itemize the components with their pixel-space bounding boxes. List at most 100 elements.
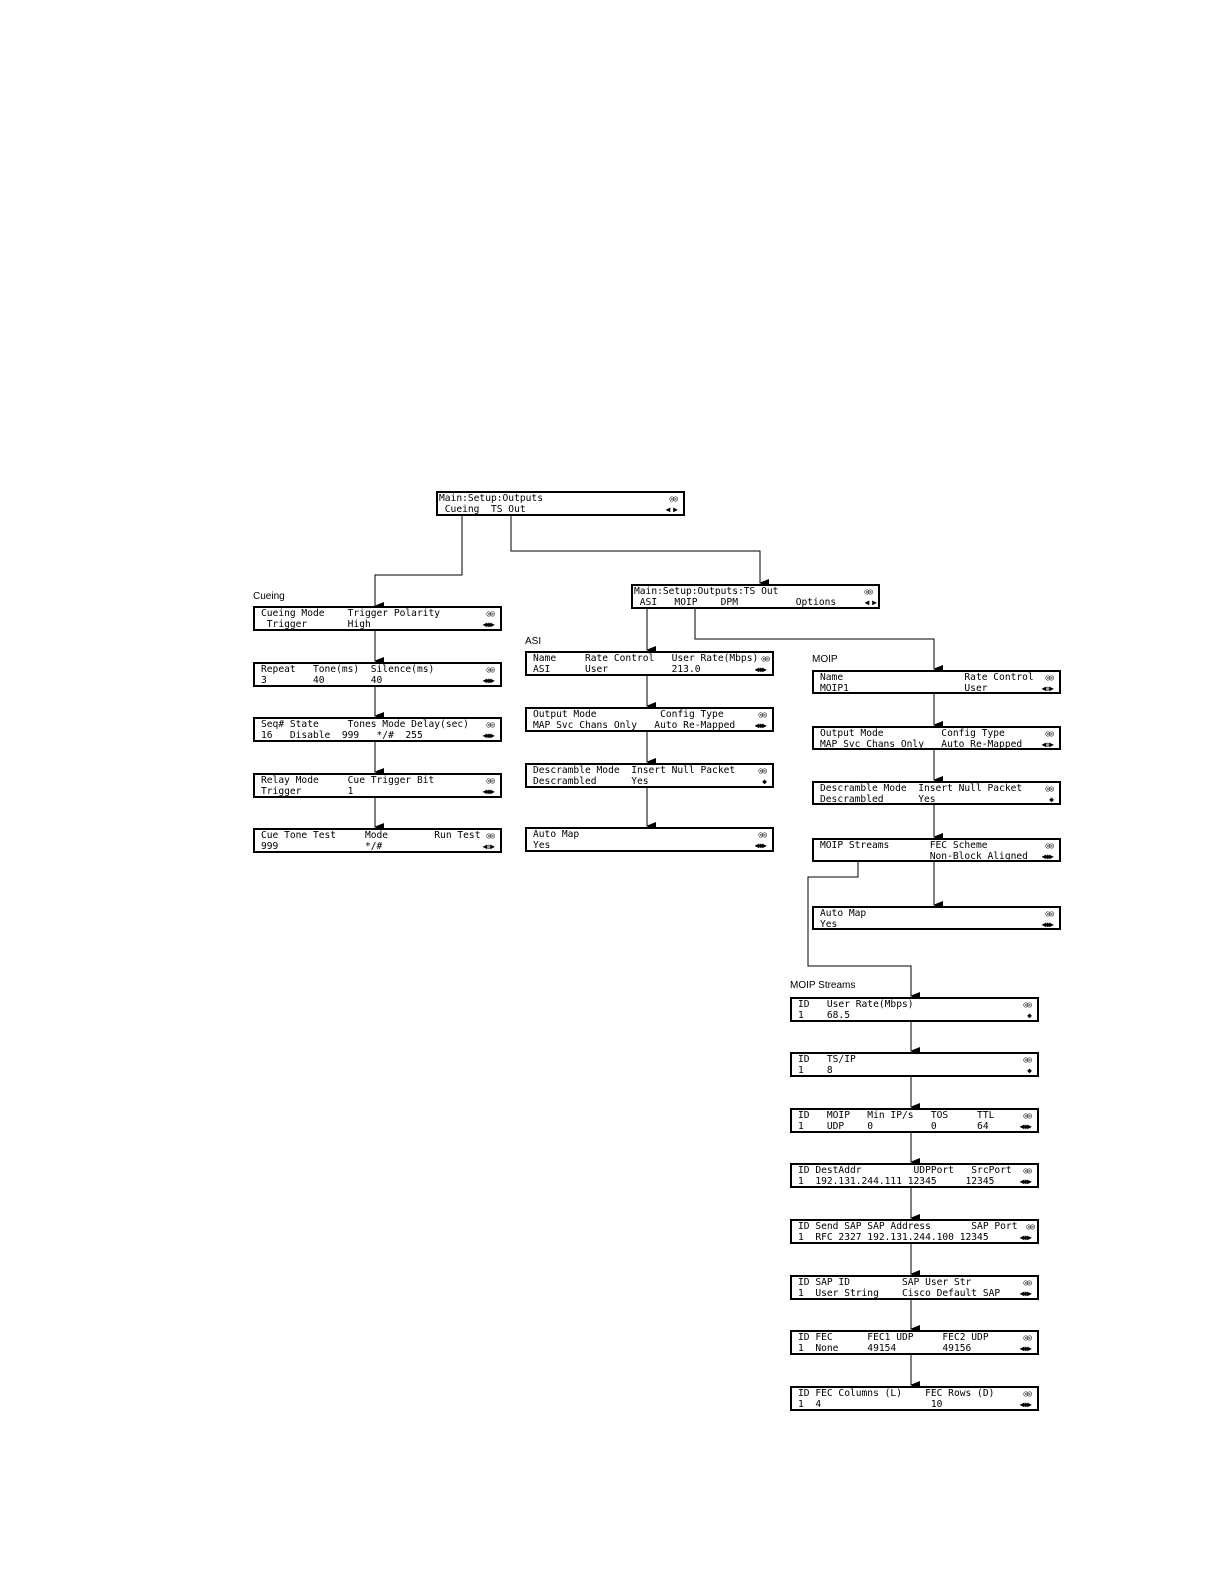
buttons-icon: ◎◎: [486, 720, 495, 729]
buttons-icon: ◎◎: [486, 776, 495, 785]
navigation-arrows-icon: ◀◆▶: [482, 676, 495, 685]
down-arrow-icon: ◆: [1027, 1066, 1032, 1075]
section-label-asi: ASI: [525, 636, 542, 647]
buttons-icon: ◎◎: [1023, 1278, 1032, 1287]
buttons-icon: ◎◎: [1026, 1222, 1035, 1231]
buttons-icon: ◎◎: [1023, 1333, 1032, 1342]
buttons-icon: ◎◎: [1023, 1389, 1032, 1398]
screen-line-1: Auto Map: [533, 829, 580, 840]
screen-line-1: Output Mode Config Type: [820, 728, 1005, 739]
navigation-arrows-icon: ◀⇕▶: [482, 842, 495, 851]
screen-main-setup-outputs: Main:Setup:Outputs Cueing TS Out ◎◎ ◀ ▶: [436, 491, 685, 516]
screen-line-2: 1 RFC 2327 192.131.244.100 12345: [798, 1232, 989, 1243]
navigation-arrows-icon: ◀◆▶: [482, 731, 495, 740]
screen-stream-moip-udp: ID MOIP Min IP/s TOS TTL 1 UDP 0 0 64 ◎◎…: [790, 1108, 1039, 1133]
connector-root-tsout: [510, 515, 769, 587]
buttons-icon: ◎◎: [1045, 784, 1054, 793]
down-arrow-icon: ◆: [1027, 1011, 1032, 1020]
screen-line-2: 1 68.5: [798, 1010, 850, 1021]
navigation-arrows-icon: ◀◆▶: [1041, 852, 1054, 861]
screen-line-1: Output Mode Config Type: [533, 709, 724, 720]
connector-root-cueing: [374, 515, 463, 610]
section-label-moip: MOIP: [812, 654, 838, 665]
screen-moip-name: Name Rate Control MOIP1 User ◎◎ ◀⇕▶: [812, 670, 1061, 694]
screen-moip-descramble-mode: Descramble Mode Insert Null Packet Descr…: [812, 781, 1061, 805]
screen-line-2: 16 Disable 999 */# 255: [261, 730, 423, 741]
screen-line-1: ID User Rate(Mbps): [798, 999, 914, 1010]
navigation-arrows-icon: ◀◆▶: [1019, 1344, 1032, 1353]
screen-line-2: Descrambled Yes: [820, 794, 936, 805]
screen-asi-output-mode: Output Mode Config Type MAP Svc Chans On…: [525, 707, 774, 732]
screen-moip-streams-fec-scheme: MOIP Streams FEC Scheme Non-Block Aligne…: [812, 838, 1061, 862]
navigation-arrows-icon: ◀◆▶: [1041, 920, 1054, 929]
screen-stream-fec-columns: ID FEC Columns (L) FEC Rows (D) 1 4 10 ◎…: [790, 1386, 1039, 1411]
buttons-icon: ◎◎: [1023, 1000, 1032, 1009]
screen-line-1: Descramble Mode Insert Null Packet: [533, 765, 736, 776]
buttons-icon: ◎◎: [486, 665, 495, 674]
screen-line-2: Yes: [820, 919, 838, 930]
buttons-icon: ◎◎: [758, 766, 767, 775]
screen-line-1: Auto Map: [820, 908, 867, 919]
screen-line-2: 1 UDP 0 0 64: [798, 1121, 989, 1132]
connector-tsout-moip: [694, 608, 943, 673]
buttons-icon: ◎◎: [1045, 841, 1054, 850]
screen-asi-descramble-mode: Descramble Mode Insert Null Packet Descr…: [525, 763, 774, 788]
buttons-icon: ◎◎: [864, 587, 873, 596]
navigation-arrows-icon: ◀◆▶: [1019, 1177, 1032, 1186]
screen-line-2: ASI User 213.0: [533, 664, 701, 675]
screen-stream-user-rate: ID User Rate(Mbps) 1 68.5 ◎◎ ◆: [790, 997, 1039, 1022]
screen-line-2: Cueing TS Out: [439, 504, 526, 515]
buttons-icon: ◎◎: [1023, 1055, 1032, 1064]
navigation-arrows-icon: ◀◆▶: [482, 787, 495, 796]
buttons-icon: ◎◎: [758, 710, 767, 719]
screen-ts-out: Main:Setup:Outputs:TS Out ASI MOIP DPM O…: [631, 584, 880, 609]
screen-asi-auto-map: Auto Map Yes ◎◎ ◀◆▶: [525, 827, 774, 852]
screen-stream-sap-id: ID SAP ID SAP User Str 1 User String Cis…: [790, 1275, 1039, 1300]
navigation-arrows-icon: ◀◆▶: [754, 841, 767, 850]
screen-line-1: Name Rate Control User Rate(Mbps): [533, 653, 759, 664]
screen-cueing-seq-state: Seq# State Tones Mode Delay(sec) 16 Disa…: [253, 717, 502, 742]
buttons-icon: ◎◎: [486, 831, 495, 840]
navigation-arrows-icon: ◀⇕▶: [1041, 684, 1054, 693]
screen-line-1: Cue Tone Test Mode Run Test: [261, 830, 481, 841]
buttons-icon: ◎◎: [1045, 909, 1054, 918]
buttons-icon: ◎◎: [761, 654, 770, 663]
screen-stream-ts-ip: ID TS/IP 1 8 ◎◎ ◆: [790, 1052, 1039, 1077]
buttons-icon: ◎◎: [486, 609, 495, 618]
screen-line-1: Main:Setup:Outputs:TS Out: [634, 586, 779, 597]
screen-line-1: Relay Mode Cue Trigger Bit: [261, 775, 435, 786]
screen-line-2: MOIP1 User: [820, 683, 988, 694]
screen-moip-output-mode: Output Mode Config Type MAP Svc Chans On…: [812, 726, 1061, 750]
navigation-arrows-icon: ◀◆▶: [1019, 1233, 1032, 1242]
navigation-arrows-icon: ◀◆▶: [754, 665, 767, 674]
down-arrow-icon: ◆: [1049, 795, 1054, 804]
screen-stream-fec: ID FEC FEC1 UDP FEC2 UDP 1 None 49154 49…: [790, 1330, 1039, 1355]
screen-line-2: Trigger High: [261, 619, 371, 630]
screen-line-1: ID FEC FEC1 UDP FEC2 UDP: [798, 1332, 989, 1343]
navigation-arrows-icon: ◀◆▶: [1019, 1400, 1032, 1409]
screen-line-2: 1 User String Cisco Default SAP: [798, 1288, 1001, 1299]
screen-line-1: ID MOIP Min IP/s TOS TTL: [798, 1110, 995, 1121]
screen-line-2: MAP Svc Chans Only Auto Re-Mapped: [533, 720, 736, 731]
screen-line-1: Seq# State Tones Mode Delay(sec): [261, 719, 469, 730]
screen-line-2: ASI MOIP DPM Options: [634, 597, 837, 608]
screen-cueing-mode: Cueing Mode Trigger Polarity Trigger Hig…: [253, 606, 502, 631]
screen-line-2: 1 None 49154 49156: [798, 1343, 972, 1354]
screen-line-1: Repeat Tone(ms) Silence(ms): [261, 664, 435, 675]
buttons-icon: ◎◎: [669, 494, 678, 503]
screen-line-2: 1 192.131.244.111 12345 12345: [798, 1176, 995, 1187]
navigation-arrows-icon: ◀⇕▶: [1041, 740, 1054, 749]
navigation-arrows-icon: ◀◆▶: [1019, 1122, 1032, 1131]
screen-line-1: ID FEC Columns (L) FEC Rows (D): [798, 1388, 995, 1399]
screen-line-1: ID Send SAP SAP Address SAP Port: [798, 1221, 1018, 1232]
screen-line-1: Cueing Mode Trigger Polarity: [261, 608, 441, 619]
buttons-icon: ◎◎: [1045, 729, 1054, 738]
screen-stream-dest-addr: ID DestAddr UDPPort SrcPort 1 192.131.24…: [790, 1163, 1039, 1188]
screen-line-1: Name Rate Control: [820, 672, 1034, 683]
screen-line-2: 999 */#: [261, 841, 383, 852]
screen-line-1: Main:Setup:Outputs: [439, 493, 543, 504]
screen-cue-tone-test: Cue Tone Test Mode Run Test 999 */# ◎◎ ◀…: [253, 828, 502, 853]
screen-cueing-repeat: Repeat Tone(ms) Silence(ms) 3 40 40 ◎◎ ◀…: [253, 662, 502, 687]
navigation-arrows-icon: ◀◆▶: [482, 620, 495, 629]
navigation-arrows-icon: ◀◆▶: [1019, 1289, 1032, 1298]
